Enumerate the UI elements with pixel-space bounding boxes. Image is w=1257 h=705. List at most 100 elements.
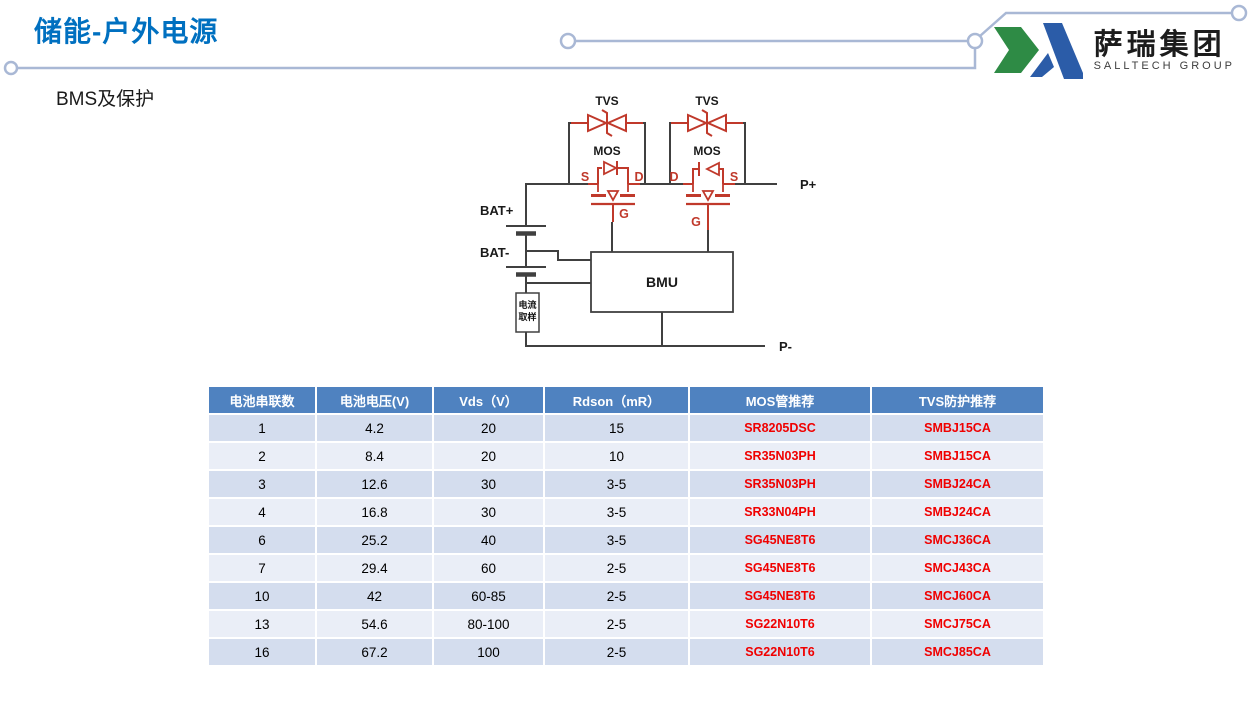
- table-cell: 29.4: [315, 553, 434, 583]
- svg-text:D: D: [669, 170, 678, 184]
- table-cell: 8.4: [315, 441, 434, 471]
- table-row: 7 29.4 60 2-5 SG45NE8T6 SMCJ43CA: [207, 553, 1045, 583]
- svg-text:G: G: [619, 207, 629, 221]
- table-cell-mos-part: SG45NE8T6: [688, 581, 872, 611]
- table-cell-mos-part: SG45NE8T6: [688, 553, 872, 583]
- tvs2-loop-box: [669, 122, 746, 184]
- table-cell-tvs-part: SMBJ24CA: [870, 497, 1045, 527]
- svg-text:MOS: MOS: [693, 144, 720, 158]
- table-cell: 60-85: [432, 581, 545, 611]
- mos1-symbol: MOS S D G: [581, 144, 644, 222]
- table-cell-tvs-part: SMCJ60CA: [870, 581, 1045, 611]
- tvs1-loop-box: [568, 122, 646, 184]
- table-cell: 100: [432, 637, 545, 667]
- table-cell-mos-part: SG22N10T6: [688, 637, 872, 667]
- table-cell: 3: [207, 469, 317, 499]
- col-header-rdson: Rdson（mR）: [543, 385, 690, 415]
- table-cell-mos-part: SR35N03PH: [688, 469, 872, 499]
- table-cell-mos-part: SR35N03PH: [688, 441, 872, 471]
- table-cell: 3-5: [543, 469, 690, 499]
- table-row: 13 54.6 80-100 2-5 SG22N10T6 SMCJ75CA: [207, 609, 1045, 639]
- table-cell: 42: [315, 581, 434, 611]
- table-cell: 2: [207, 441, 317, 471]
- tvs2-symbol: TVS: [671, 94, 743, 137]
- table-cell: 13: [207, 609, 317, 639]
- table-cell: 2-5: [543, 581, 690, 611]
- company-logo-text: 萨瑞集团 SALLTECH GROUP: [1093, 28, 1235, 73]
- table-cell: 30: [432, 497, 545, 527]
- table-row: 16 67.2 100 2-5 SG22N10T6 SMCJ85CA: [207, 637, 1045, 667]
- svg-text:MOS: MOS: [593, 144, 620, 158]
- page-title: 储能-户外电源: [34, 16, 219, 47]
- table-row: 6 25.2 40 3-5 SG45NE8T6 SMCJ36CA: [207, 525, 1045, 555]
- battery-symbol-bat-minus: [506, 266, 546, 277]
- table-cell: 60: [432, 553, 545, 583]
- svg-text:电流: 电流: [518, 299, 536, 310]
- table-cell-tvs-part: SMBJ24CA: [870, 469, 1045, 499]
- bmu-box: BMU: [590, 251, 734, 313]
- col-header-voltage: 电池电压(V): [315, 385, 434, 415]
- table-cell-tvs-part: SMCJ75CA: [870, 609, 1045, 639]
- table-cell: 1: [207, 413, 317, 443]
- p-minus-label: P-: [779, 339, 792, 354]
- table-cell: 20: [432, 413, 545, 443]
- table-cell-tvs-part: SMCJ85CA: [870, 637, 1045, 667]
- svg-text:S: S: [581, 170, 589, 184]
- table-cell: 2-5: [543, 553, 690, 583]
- company-logo: 萨瑞集团 SALLTECH GROUP: [993, 22, 1235, 80]
- company-name-cn: 萨瑞集团: [1093, 28, 1226, 61]
- svg-text:D: D: [634, 170, 643, 184]
- table-cell: 25.2: [315, 525, 434, 555]
- table-row: 3 12.6 30 3-5 SR35N03PH SMBJ24CA: [207, 469, 1045, 499]
- table-cell-mos-part: SG45NE8T6: [688, 525, 872, 555]
- table-cell: 4: [207, 497, 317, 527]
- table-row: 2 8.4 20 10 SR35N03PH SMBJ15CA: [207, 441, 1045, 471]
- table-cell-mos-part: SR8205DSC: [688, 413, 872, 443]
- table-cell-mos-part: SR33N04PH: [688, 497, 872, 527]
- table-cell-mos-part: SG22N10T6: [688, 609, 872, 639]
- svg-text:TVS: TVS: [595, 94, 618, 108]
- battery-symbol-bat-plus: [506, 225, 546, 236]
- p-plus-label: P+: [800, 177, 817, 192]
- section-subtitle: BMS及保护: [56, 89, 155, 110]
- table-cell: 10: [207, 581, 317, 611]
- table-cell: 15: [543, 413, 690, 443]
- bat-plus-label: BAT+: [480, 203, 514, 218]
- table-cell: 3-5: [543, 525, 690, 555]
- table-cell-tvs-part: SMCJ36CA: [870, 525, 1045, 555]
- table-header-row: 电池串联数 电池电压(V) Vds（V） Rdson（mR） MOS管推荐 TV…: [207, 385, 1045, 415]
- bat-minus-label: BAT-: [480, 245, 509, 260]
- col-header-series: 电池串联数: [207, 385, 317, 415]
- table-cell-tvs-part: SMCJ43CA: [870, 553, 1045, 583]
- svg-text:TVS: TVS: [695, 94, 718, 108]
- table-row: 1 4.2 20 15 SR8205DSC SMBJ15CA: [207, 413, 1045, 443]
- table-cell: 2-5: [543, 637, 690, 667]
- table-cell: 30: [432, 469, 545, 499]
- table-cell: 16: [207, 637, 317, 667]
- table-cell: 16.8: [315, 497, 434, 527]
- table-cell: 2-5: [543, 609, 690, 639]
- svg-text:G: G: [691, 215, 701, 229]
- svg-text:S: S: [730, 170, 738, 184]
- table-cell: 67.2: [315, 637, 434, 667]
- table-cell: 10: [543, 441, 690, 471]
- table-cell: 20: [432, 441, 545, 471]
- table-cell: 3-5: [543, 497, 690, 527]
- col-header-tvs: TVS防护推荐: [870, 385, 1045, 415]
- table-cell: 54.6: [315, 609, 434, 639]
- col-header-vds: Vds（V）: [432, 385, 545, 415]
- col-header-mos: MOS管推荐: [688, 385, 872, 415]
- table-cell: 80-100: [432, 609, 545, 639]
- company-name-en: SALLTECH GROUP: [1093, 60, 1235, 73]
- mos2-symbol: MOS D S G: [669, 144, 738, 230]
- current-sample-box: 电流 取样: [515, 292, 540, 333]
- tvs1-symbol: TVS: [571, 94, 643, 137]
- recommendation-table: 电池串联数 电池电压(V) Vds（V） Rdson（mR） MOS管推荐 TV…: [207, 385, 1045, 667]
- circuit-wires: [525, 122, 777, 347]
- table-cell: 4.2: [315, 413, 434, 443]
- svg-text:取样: 取样: [518, 311, 536, 322]
- table-row: 4 16.8 30 3-5 SR33N04PH SMBJ24CA: [207, 497, 1045, 527]
- table-cell: 7: [207, 553, 317, 583]
- table-cell: 6: [207, 525, 317, 555]
- table-row: 10 42 60-85 2-5 SG45NE8T6 SMCJ60CA: [207, 581, 1045, 611]
